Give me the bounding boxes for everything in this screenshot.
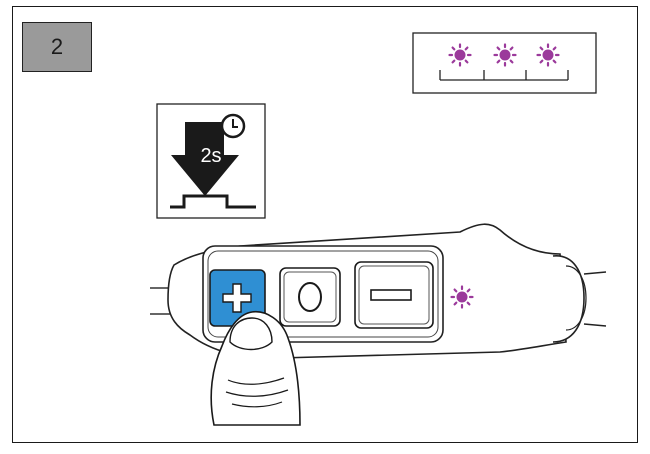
led-flash-3-icon <box>536 43 560 67</box>
led-flash-2-icon <box>493 43 517 67</box>
hold-press-2s-icon: 2s <box>156 103 266 219</box>
step-number-badge: 2 <box>22 22 92 72</box>
led-flash-1-icon <box>448 43 472 67</box>
led-indicator-panel <box>412 32 597 94</box>
step-number: 2 <box>50 34 64 59</box>
hold-duration-label: 2s <box>200 145 221 167</box>
center-button[interactable] <box>279 267 341 327</box>
circle-icon <box>298 282 322 312</box>
minus-button[interactable] <box>354 261 434 329</box>
pressing-finger-icon <box>210 311 301 426</box>
remote-status-led-icon <box>450 285 474 309</box>
timeline-axis <box>439 70 569 81</box>
plus-icon <box>222 283 252 313</box>
minus-icon <box>370 289 412 301</box>
